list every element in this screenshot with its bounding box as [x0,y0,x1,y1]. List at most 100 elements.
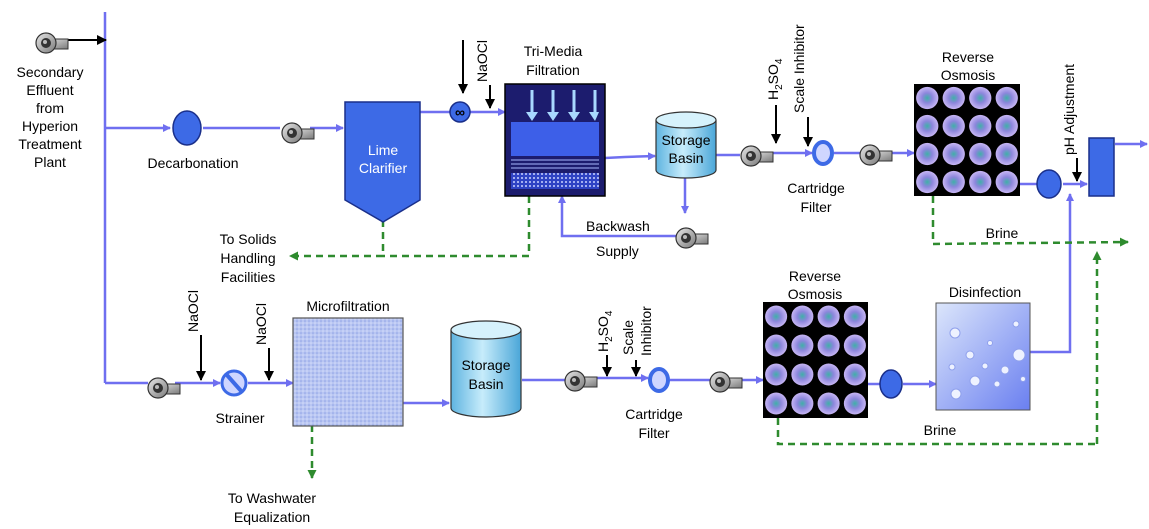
disinfection-unit-icon [935,302,1031,411]
svg-text:H2SO4: H2SO4 [765,58,785,100]
h2so4-bottom-label: H2SO4 [595,310,615,352]
microfiltration-label: Microfiltration [306,298,389,314]
naocl-top-label: NaOCl [474,40,490,82]
cartridge-feed-pump-icon [564,370,598,392]
ro-membrane-element [817,334,840,357]
ro-membrane-element [843,392,866,415]
source-label-5: Treatment [18,136,81,152]
ro-membrane-element [942,170,965,194]
lime-clarifier-label-1: Lime [368,142,399,158]
ro-membrane-element [969,170,992,194]
solids-label-2: Handling [220,250,275,266]
ro-membrane-element [817,392,840,415]
ro-bottom-label-2: Osmosis [788,286,842,302]
waste-lines [289,196,1129,479]
naocl-bottom-label-1: NaOCl [185,290,201,332]
ro-membrane-element [843,363,866,386]
ro-membrane-element [969,142,992,166]
storage-top-label-1: Storage [661,132,710,148]
backwash-pump-icon [675,227,709,249]
storage-bottom-label-1: Storage [461,357,510,373]
ro-feed-pump-icon [740,145,774,167]
influent-pump-icon [35,32,69,54]
backwash-label-1: Backwash [586,218,650,234]
product-tank-icon [1088,137,1115,197]
cartridge-filter-bottom-icon [648,367,670,393]
ro-unit-bottom-icon [763,302,868,418]
ro-unit-top-icon [914,84,1020,196]
ro-membrane-element [791,334,814,357]
ro-membrane-element [843,305,866,328]
storage-bottom-label-2: Basin [468,376,503,392]
ro-membrane-element [817,305,840,328]
microfiltration-unit-icon [292,317,404,427]
clarifier-feed-pump-icon [281,122,315,144]
naocl-bottom-label-2: NaOCl [253,303,269,345]
cartridge-bottom-label-1: Cartridge [625,406,683,422]
ro-membrane-element [791,392,814,415]
mf-feed-pump-icon [147,377,181,399]
ro-membrane-element [843,334,866,357]
strainer-icon [220,369,248,397]
strainer-label: Strainer [215,410,264,426]
washwater-label-1: To Washwater [228,490,317,506]
ro-membrane-element [916,86,939,110]
tri-media-label-2: Filtration [526,62,580,78]
backwash-label-2: Supply [596,243,639,259]
ro-membrane-element [916,114,939,138]
ro-top-label-2: Osmosis [941,67,995,83]
mixer-icon [449,101,471,123]
disinfection-feed-vessel-icon [879,369,903,399]
cartridge-bottom-label-2: Filter [638,425,669,441]
svg-text:∞: ∞ [455,104,465,120]
ro-top-label-1: Reverse [942,49,994,65]
ro-membrane-element [969,86,992,110]
svg-text:H2SO4: H2SO4 [595,310,615,352]
ro-booster-pump-icon [859,144,893,166]
ro-membrane-element [765,305,788,328]
washwater-label-2: Equalization [234,509,310,525]
solids-label-3: Facilities [221,269,275,285]
ro-membrane-element [995,114,1018,138]
ro-membrane-element [765,363,788,386]
storage-basin-top-icon [655,111,717,179]
source-label-1: Secondary [17,64,84,80]
ro-feed-pump-2-icon [709,371,743,393]
ro-membrane-element [995,142,1018,166]
cartridge-filter-top-icon [812,140,834,166]
chemical-arrows [65,35,1082,381]
tri-media-filter-icon [504,83,606,197]
ro-membrane-element [765,392,788,415]
ro-membrane-element [791,305,814,328]
decarbonation-label: Decarbonation [147,155,238,171]
flow-lines [103,12,1148,407]
h2so4-top-label: H2SO4 [765,58,785,100]
lime-clarifier-label-2: Clarifier [359,160,408,176]
ro-membrane-element [995,86,1018,110]
ro-membrane-element [969,114,992,138]
ro-membrane-element [916,170,939,194]
lime-clarifier-icon [344,101,421,223]
ro-membrane-element [817,363,840,386]
source-label-6: Plant [34,154,66,170]
cartridge-top-label-1: Cartridge [787,180,845,196]
ro-membrane-element [942,86,965,110]
brine-bottom-label: Brine [924,422,957,438]
tri-media-label-1: Tri-Media [524,43,583,59]
disinfection-label: Disinfection [949,284,1021,300]
source-label-4: Hyperion [22,118,78,134]
storage-top-label-2: Basin [668,150,703,166]
ro-membrane-element [916,142,939,166]
ro-membrane-element [995,170,1018,194]
ph-adjustment-label: pH Adjustment [1061,64,1077,155]
cartridge-top-label-2: Filter [800,199,831,215]
ph-adjustment-vessel-icon [1036,169,1062,199]
brine-top-label: Brine [986,225,1019,241]
solids-label-1: To Solids [220,231,277,247]
scale-inhibitor-top-label: Scale Inhibitor [791,24,807,113]
scale-inhibitor-bottom-label-1: Scale [620,320,636,355]
decarbonation-vessel-icon [172,110,202,146]
source-label-3: from [36,100,64,116]
storage-basin-bottom-icon [450,320,522,418]
